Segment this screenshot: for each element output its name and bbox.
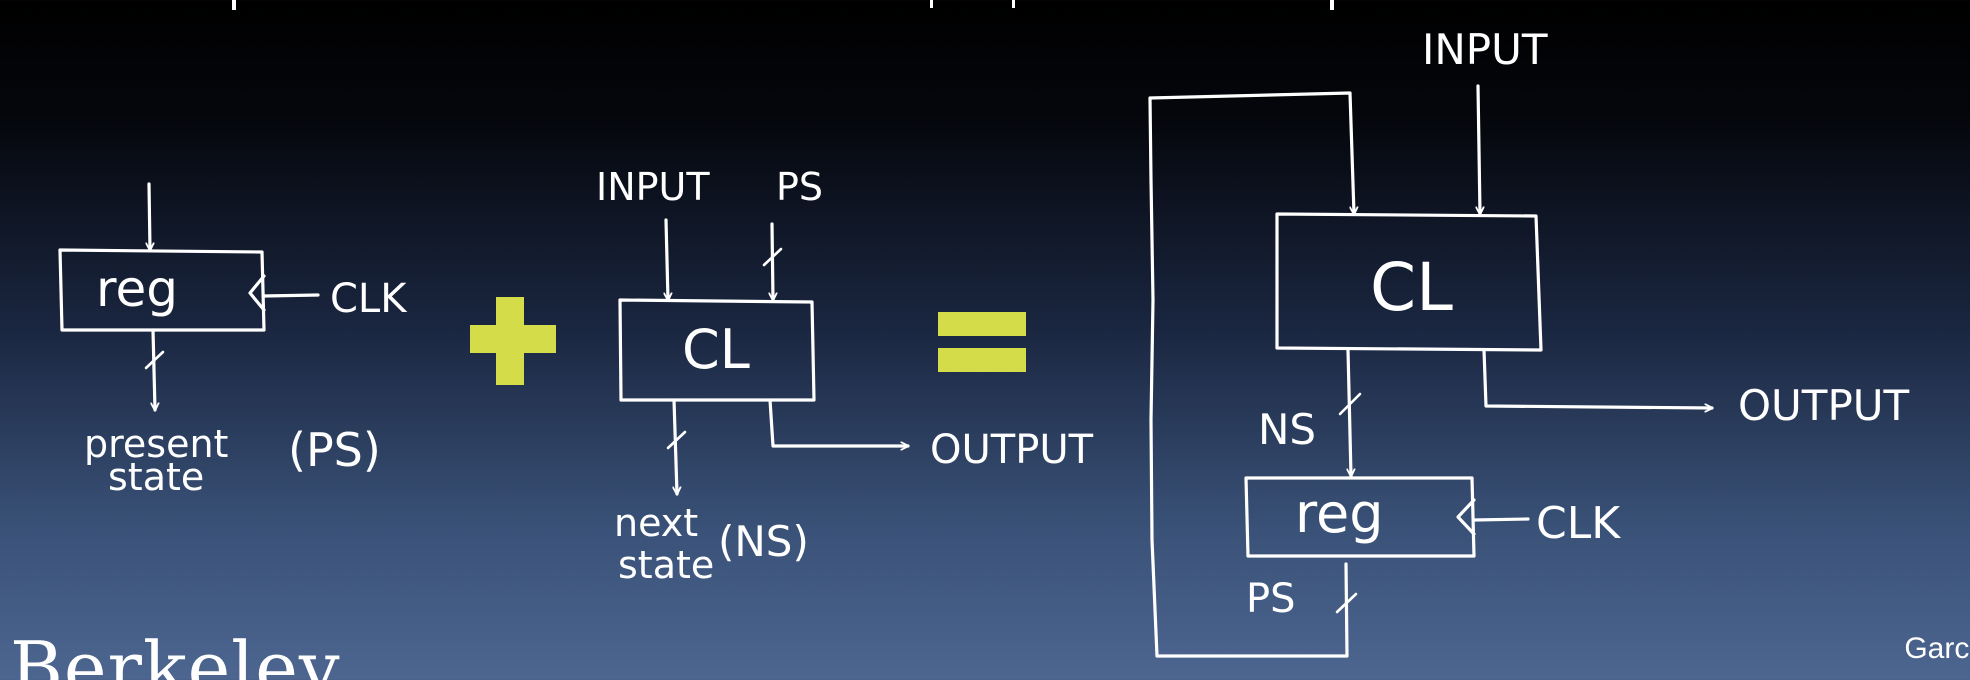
fsm-register-box (1244, 476, 1476, 558)
slide-title-remnant (0, 0, 1970, 12)
fsm-ns-label: NS (1258, 405, 1316, 454)
plus-operator (470, 297, 556, 385)
institution-logo-text: Berkeley (10, 626, 341, 680)
equals-operator (938, 312, 1026, 372)
fsm-output-label: OUTPUT (1738, 381, 1910, 430)
fsm-clock-wire (1472, 517, 1530, 522)
register-diagram: reg CLK present state (PS) (58, 182, 408, 499)
equals-top-bar (938, 312, 1026, 336)
next-state-label-line1: next (614, 501, 698, 545)
fsm-next-state-wire (1348, 348, 1351, 476)
combinational-logic-diagram: INPUT PS CL OUTPUT next state (NS) (596, 165, 1094, 587)
fsm-input-label: INPUT (1422, 25, 1548, 74)
present-state-wire (153, 328, 155, 410)
plus-horizontal-bar (470, 325, 556, 353)
fsm-register-label: reg (1295, 482, 1384, 545)
title-glyph-fragment (1012, 0, 1015, 8)
clock-triangle-icon (248, 274, 266, 312)
next-state-wire (674, 398, 677, 494)
cl-output-wire (768, 398, 910, 446)
title-glyph-fragment (232, 0, 236, 10)
fsm-feedback-loop (1148, 91, 1354, 658)
bus-slash-icon (762, 247, 783, 267)
cl-input-wire (666, 218, 668, 300)
present-state-label-line1: present (84, 422, 228, 466)
cl-output-label: OUTPUT (930, 427, 1094, 473)
fsm-ps-label: PS (1246, 576, 1296, 622)
author-credit: Garci (1904, 632, 1970, 665)
equals-bottom-bar (938, 348, 1026, 372)
next-state-label-line2: state (618, 543, 714, 587)
bus-slash-icon (144, 350, 165, 370)
present-state-label-line2: state (108, 455, 204, 499)
fsm-clock-triangle-icon (1456, 498, 1476, 536)
register-box (58, 248, 266, 332)
next-state-abbrev: (NS) (718, 517, 809, 566)
cl-ps-label: PS (776, 165, 823, 209)
cl-ps-wire (772, 222, 773, 302)
fsm-output-wire (1482, 348, 1714, 408)
register-label: reg (96, 260, 178, 318)
title-glyph-fragment (930, 0, 933, 8)
fsm-clock-label: CLK (1536, 498, 1621, 549)
title-glyph-fragment (1330, 0, 1334, 10)
clock-label: CLK (330, 276, 408, 322)
bus-slash-icon (1335, 592, 1358, 614)
fsm-cl-block-label: CL (1370, 249, 1453, 326)
clock-wire (262, 293, 320, 298)
cl-input-label: INPUT (596, 165, 710, 209)
fsm-input-wire (1478, 84, 1480, 216)
register-input-wire (149, 182, 150, 252)
fsm-diagram: INPUT CL OUTPUT NS reg CLK PS (1148, 25, 1910, 658)
bus-slash-icon (1338, 392, 1362, 416)
present-state-abbrev: (PS) (288, 423, 381, 477)
bus-slash-icon (666, 430, 687, 450)
cl-block-label: CL (682, 318, 750, 381)
cl-box (618, 298, 816, 402)
fsm-cl-box (1275, 212, 1543, 352)
